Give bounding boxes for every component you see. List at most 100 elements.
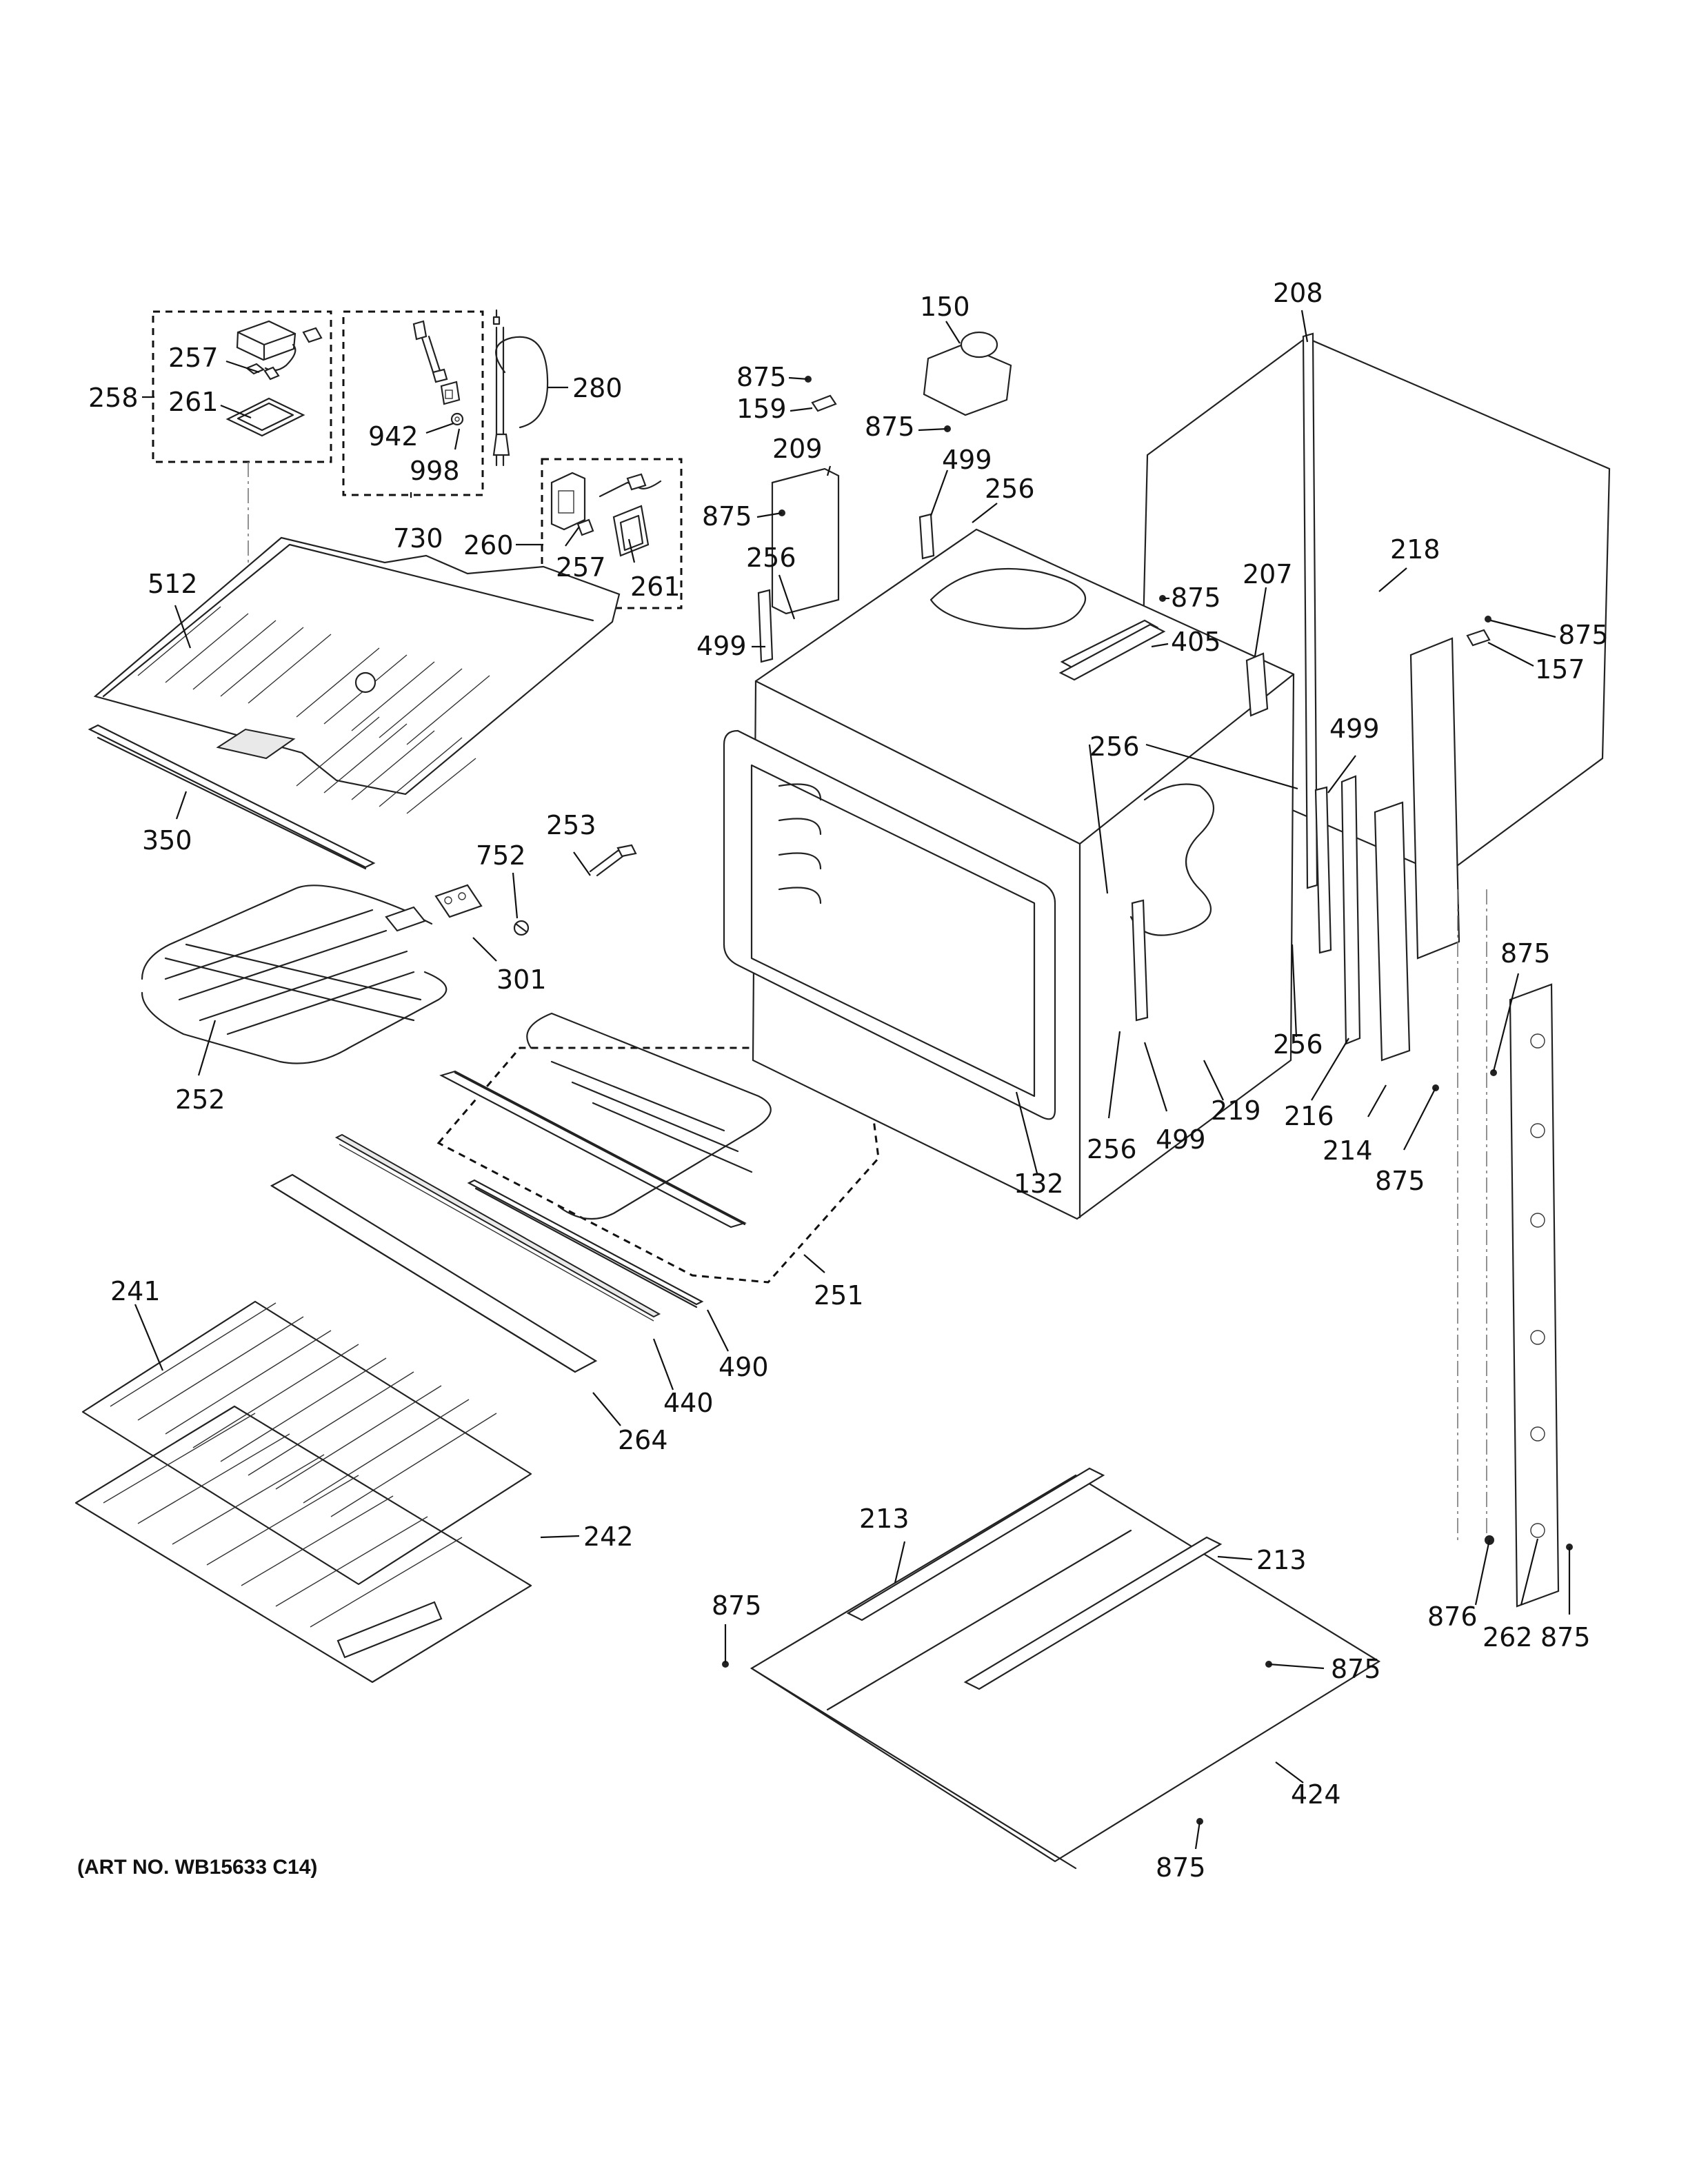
callout-261: 261 <box>168 387 219 417</box>
art-number-caption: (ART NO. WB15633 C14) <box>77 1856 317 1879</box>
callout-301: 301 <box>496 964 547 995</box>
callout-875: 875 <box>1558 620 1609 650</box>
callout-730: 730 <box>393 523 443 554</box>
callout-875: 875 <box>865 412 915 442</box>
screw-875 <box>1490 1069 1497 1076</box>
part-213-rail-a <box>846 1467 1105 1621</box>
part-280-probe <box>492 309 549 467</box>
callout-132: 132 <box>1014 1169 1064 1199</box>
part-499-bracket-d <box>1131 899 1149 1022</box>
part-499-bracket-a <box>918 513 935 560</box>
leader-lines <box>134 310 1571 1850</box>
callout-257: 257 <box>556 552 606 583</box>
part-132-cavity <box>723 528 1295 1220</box>
part-264-vent <box>270 1173 598 1373</box>
callout-256: 256 <box>1087 1134 1137 1164</box>
part-440-screen <box>334 1133 661 1322</box>
callout-875: 875 <box>736 362 787 392</box>
callout-875: 875 <box>1375 1166 1425 1196</box>
part-499-bracket-b <box>757 589 774 663</box>
callout-213: 213 <box>1256 1545 1307 1575</box>
kit-730-group <box>342 310 484 496</box>
part-150-latch <box>923 331 1012 416</box>
callout-424: 424 <box>1291 1779 1341 1810</box>
part-209-bracket <box>771 467 840 615</box>
callout-216: 216 <box>1284 1101 1334 1131</box>
callout-512: 512 <box>148 569 198 599</box>
screw-875 <box>1485 616 1491 623</box>
callout-208: 208 <box>1273 278 1323 308</box>
part-253-bracket <box>589 844 637 877</box>
part-261-gasket <box>225 397 305 437</box>
part-213-rail-b <box>963 1536 1223 1690</box>
part-301-block <box>434 884 483 918</box>
callout-253: 253 <box>546 810 596 840</box>
part-219-side <box>1409 637 1460 960</box>
callout-242: 242 <box>583 1521 634 1552</box>
part-262-channel <box>1509 983 1560 1608</box>
part-242-extension-rack <box>74 1405 532 1684</box>
part-405-baffle <box>1058 623 1166 681</box>
part-942-sensor <box>412 320 461 405</box>
part-490-rail <box>467 1179 704 1308</box>
callout-258: 258 <box>88 383 139 413</box>
callout-499: 499 <box>696 631 747 661</box>
part-214-channel <box>1374 801 1411 1062</box>
callout-280: 280 <box>572 373 623 403</box>
part-241-rack <box>81 1300 532 1586</box>
part-257-module <box>236 320 323 381</box>
callout-150: 150 <box>920 292 970 322</box>
screw-875 <box>722 1661 729 1668</box>
part-752-screw <box>513 920 530 936</box>
part-499-bracket-c <box>1314 786 1332 954</box>
callout-264: 264 <box>618 1425 668 1455</box>
part-216-strip <box>1340 775 1361 1045</box>
kit-260-group <box>541 458 683 609</box>
callout-252: 252 <box>175 1084 225 1115</box>
callout-875: 875 <box>1540 1622 1591 1652</box>
callout-875: 875 <box>702 501 752 532</box>
callout-440: 440 <box>663 1388 714 1418</box>
callout-876: 876 <box>1427 1601 1478 1632</box>
callout-256: 256 <box>985 474 1035 504</box>
part-159-switch <box>811 394 837 412</box>
callout-875: 875 <box>712 1590 762 1621</box>
callout-218: 218 <box>1390 534 1440 565</box>
part-350-trim <box>88 724 376 870</box>
callout-241: 241 <box>110 1276 161 1306</box>
kit-258-group <box>152 310 332 463</box>
part-157-switch <box>1466 629 1491 647</box>
callout-251: 251 <box>814 1280 864 1311</box>
callout-157: 157 <box>1535 654 1585 685</box>
callout-998: 998 <box>410 456 460 486</box>
part-208-strip <box>1302 332 1318 889</box>
callout-499: 499 <box>1156 1124 1206 1155</box>
callout-262: 262 <box>1483 1622 1533 1652</box>
callout-490: 490 <box>719 1352 769 1382</box>
callout-875: 875 <box>1331 1654 1381 1684</box>
callout-261: 261 <box>630 572 681 602</box>
callout-350: 350 <box>142 825 192 856</box>
callout-499: 499 <box>942 445 992 475</box>
callout-256: 256 <box>1273 1029 1323 1060</box>
part-251-broil-element <box>436 1005 880 1284</box>
callout-labels: 150 875 159 875 209 499 256 875 256 499 … <box>88 278 1609 1883</box>
part-424-support <box>750 1474 1381 1870</box>
callout-256: 256 <box>1089 731 1140 762</box>
callout-499: 499 <box>1329 714 1380 744</box>
part-260-bracket <box>550 472 662 531</box>
callout-260: 260 <box>463 530 514 560</box>
callout-257: 257 <box>168 343 219 373</box>
callout-752: 752 <box>476 840 526 871</box>
part-252-bake-element <box>141 884 448 1064</box>
callout-207: 207 <box>1243 559 1293 589</box>
callout-875: 875 <box>1156 1852 1206 1883</box>
callout-942: 942 <box>368 421 419 452</box>
part-207-bracket <box>1245 652 1269 717</box>
callout-875: 875 <box>1500 938 1551 969</box>
part-512-oven-bottom <box>93 536 621 814</box>
part-261-gasket-b <box>612 505 650 557</box>
part-998-clip <box>450 412 464 426</box>
callout-214: 214 <box>1323 1135 1373 1166</box>
